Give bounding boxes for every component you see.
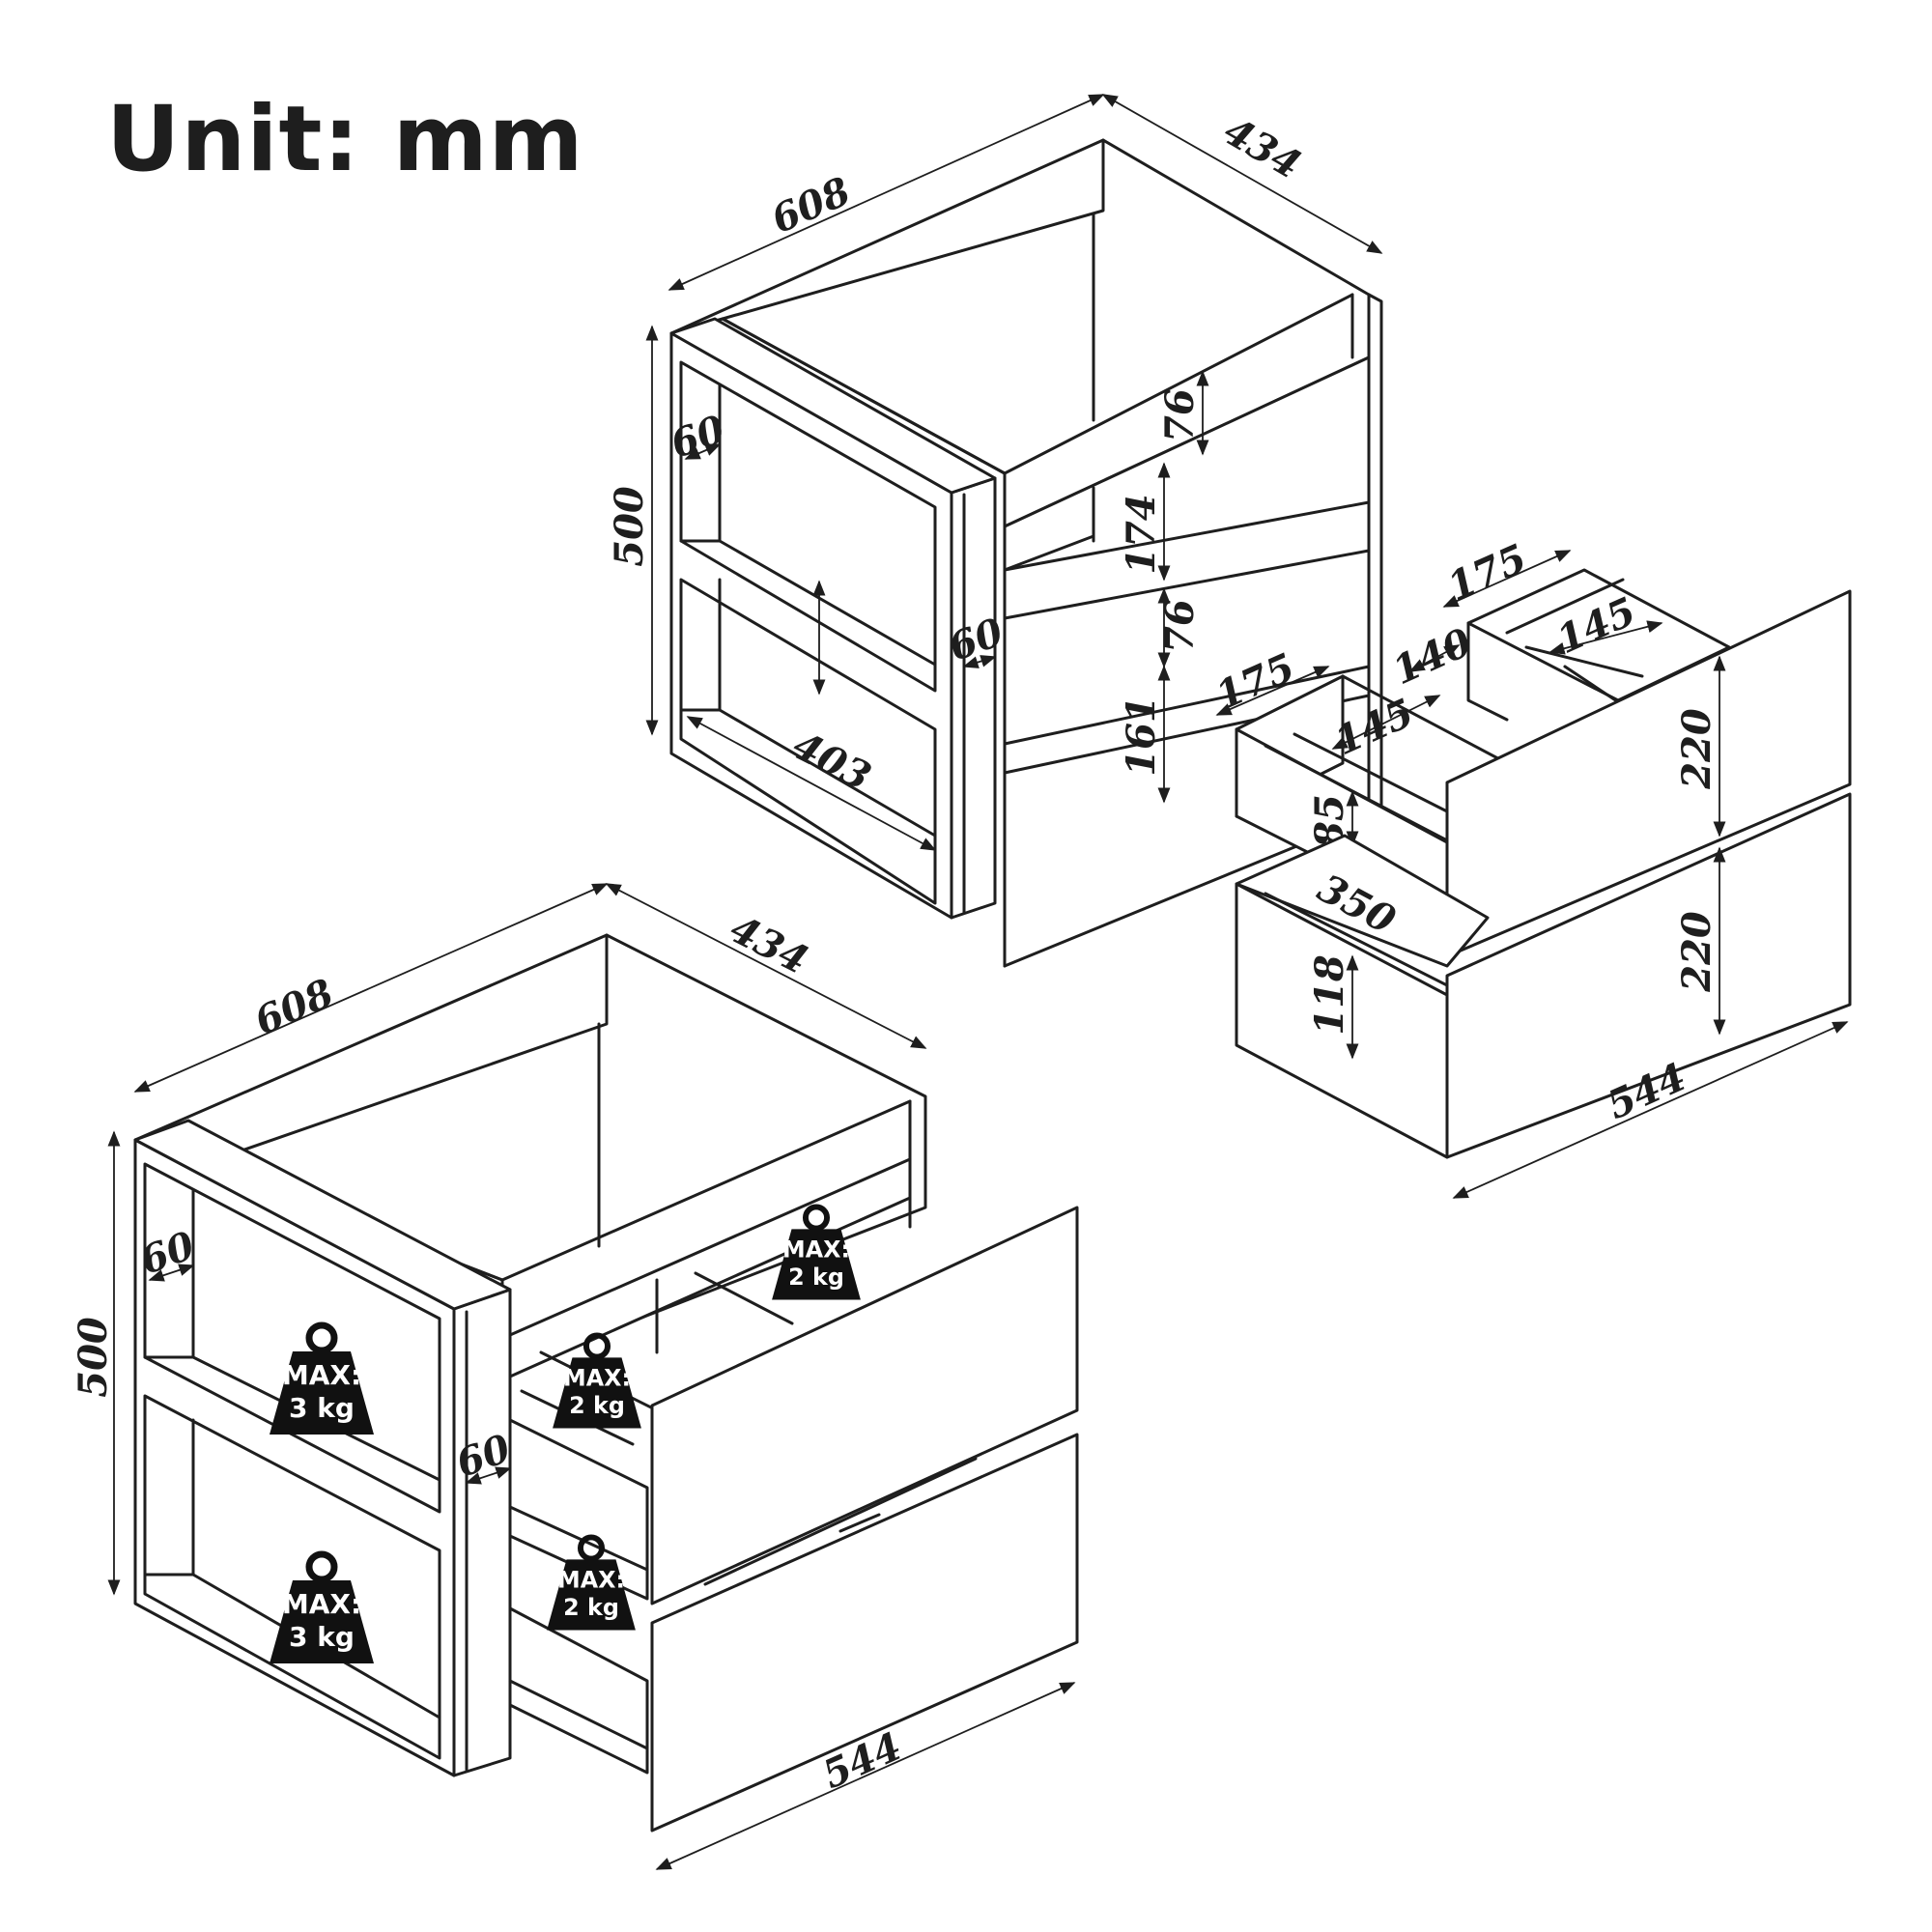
- load-value-label: 3 kg: [289, 1392, 355, 1424]
- load-max-label: MAX:: [557, 1566, 625, 1593]
- unit-title: Unit: mm: [106, 87, 584, 192]
- weight-icon: MAX: 3 kg: [270, 1325, 374, 1435]
- weight-icon: MAX: 2 kg: [772, 1207, 861, 1299]
- top-rail-label: 76: [1157, 388, 1203, 442]
- load-max-label: MAX:: [282, 1359, 361, 1391]
- lower-opening-label: 161: [1119, 696, 1164, 777]
- weight-icon: MAX: 3 kg: [270, 1554, 374, 1663]
- bottom-cabinet-height-label: 500: [71, 1317, 116, 1398]
- load-value-label: 2 kg: [788, 1264, 844, 1291]
- load-value-label: 2 kg: [563, 1594, 619, 1621]
- top-cabinet-height-label: 500: [607, 486, 652, 567]
- upper-drawer-gap-label: 140: [1386, 619, 1479, 694]
- weight-icon: MAX: 2 kg: [553, 1335, 641, 1428]
- load-max-label: MAX:: [563, 1364, 631, 1391]
- bottom-cabinet-depth-label: 434: [723, 906, 815, 983]
- lower-drawer-front-height-label: 220: [1674, 911, 1719, 993]
- load-value-label: 2 kg: [569, 1392, 625, 1419]
- load-value-label: 3 kg: [289, 1621, 355, 1653]
- middle-rail-label: 76: [1157, 599, 1203, 653]
- upper-opening-label: 174: [1119, 494, 1164, 575]
- weight-icon: MAX: 2 kg: [547, 1537, 636, 1630]
- lower-drawer-height-label: 118: [1307, 954, 1352, 1036]
- bottom-cabinet: 608 434 500 60 60 544 MAX: 3 kg MAX: 3 k…: [71, 883, 1079, 1870]
- bottom-cabinet-front-post: [452, 1288, 512, 1777]
- load-max-label: MAX:: [782, 1236, 850, 1263]
- upper-drawer-front-height-label: 220: [1674, 708, 1719, 790]
- top-cabinet-front-post: [950, 476, 997, 920]
- lower-drawer: 350 118 220 544: [1235, 792, 1852, 1199]
- load-max-label: MAX:: [282, 1588, 361, 1620]
- bottom-upper-drawer-front: [650, 1206, 1079, 1605]
- top-cabinet-width-label: 608: [765, 168, 857, 242]
- top-cabinet: 608 434 500 60 60 76 174 76 161 403: [607, 94, 1383, 968]
- top-cabinet-depth-label: 434: [1216, 108, 1309, 187]
- bottom-cabinet-width-label: 608: [248, 970, 340, 1044]
